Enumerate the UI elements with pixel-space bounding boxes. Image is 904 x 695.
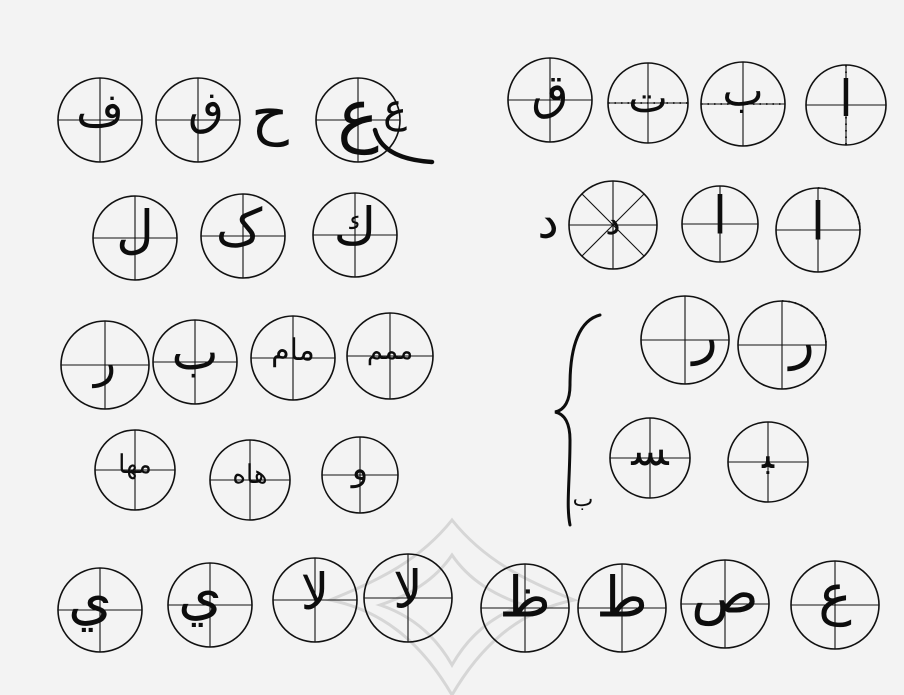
letter-diagram: ب — [153, 320, 237, 404]
letter-glyph: ي — [178, 563, 222, 628]
letter-glyph: لا — [301, 563, 330, 621]
letter-glyph: ممم — [367, 336, 413, 366]
letter-glyph: ر — [689, 307, 717, 367]
letter-diagram: ق — [508, 58, 592, 142]
letter-glyph: و — [350, 449, 368, 489]
letter-glyph: مام — [271, 333, 315, 368]
letter-diagram: مام — [251, 316, 335, 400]
letter-glyph: ط — [596, 566, 648, 631]
letter-diagram: ﺒ — [728, 422, 808, 502]
letter-glyph: ا — [713, 187, 727, 247]
free-glyph: د — [537, 194, 558, 250]
letter-glyph: ص — [691, 562, 759, 627]
letter-diagram: و — [322, 437, 398, 513]
letter-diagram: ي — [168, 563, 252, 648]
letter-glyph: ي — [68, 568, 112, 633]
letter-diagram: لا — [273, 558, 357, 642]
letter-glyph: ا — [811, 193, 825, 253]
free-glyph: ع — [383, 86, 407, 132]
letter-diagram: ي — [58, 568, 142, 653]
letter-glyph: ع — [337, 73, 379, 156]
letter-diagram: ط — [578, 564, 666, 652]
letter-glyph: مها — [118, 450, 152, 480]
letter-diagram: ا — [682, 186, 758, 262]
letter-glyph: ق — [531, 65, 568, 121]
letter-diagram: ع — [791, 561, 879, 649]
letter-diagram: ف — [58, 78, 142, 162]
letter-diagram: د — [569, 181, 657, 269]
free-strokes: ح د ب — [251, 79, 600, 525]
letter-glyph: ب — [171, 323, 218, 381]
letter-glyph: لا — [393, 561, 423, 621]
letter-diagram: مها — [95, 430, 175, 510]
letter-diagram: ک — [201, 194, 285, 278]
letter-diagram: لا — [364, 554, 452, 642]
letter-diagram: ر — [641, 296, 729, 384]
letter-glyph: د — [605, 203, 620, 243]
letter-glyph: ا — [839, 70, 853, 128]
letter-diagram: ر — [738, 301, 826, 389]
letter-glyph: ظ — [499, 566, 551, 631]
letter-diagram: هاه — [210, 440, 290, 520]
letter-glyph: ل — [116, 201, 154, 261]
letter-diagram: ﺴ — [610, 418, 690, 498]
letter-glyph: ر — [92, 334, 116, 389]
letter-diagram: ڧ — [156, 78, 240, 162]
letter-diagram: ص — [681, 560, 769, 648]
free-glyph: ح — [251, 79, 289, 148]
ayn-tail-stroke — [375, 130, 432, 162]
letter-glyph: هاه — [232, 460, 267, 490]
letter-glyph: ڧ — [188, 81, 224, 135]
letter-diagram: ب — [701, 62, 785, 146]
letter-diagram: ر — [61, 321, 149, 409]
letter-glyph: ف — [76, 83, 124, 137]
letter-glyph: ﺒ — [761, 432, 775, 478]
letter-diagram: ا — [776, 188, 860, 272]
letter-glyph: ﺴ — [630, 426, 669, 475]
free-glyph: ب — [573, 487, 594, 512]
letter-glyph: ك — [334, 198, 377, 258]
letter-diagram: ك — [313, 193, 397, 277]
letter-glyph: ع — [818, 563, 851, 628]
letter-diagram: ا — [806, 65, 886, 145]
letter-glyph: ب — [722, 66, 763, 117]
letter-diagram: ظ — [481, 564, 569, 652]
letter-diagram: ل — [93, 196, 177, 280]
letter-diagram: ممم — [347, 313, 433, 399]
letter-glyph: ک — [216, 199, 263, 259]
letter-diagram: ت — [608, 63, 688, 143]
letter-glyph: ت — [628, 73, 668, 122]
letter-glyph: ر — [786, 312, 814, 372]
